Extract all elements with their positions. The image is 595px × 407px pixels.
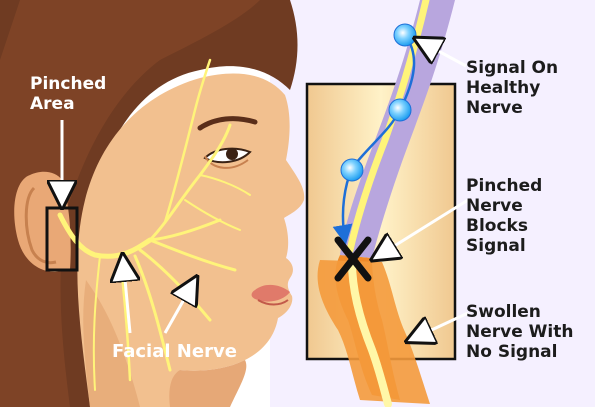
signal-dot-2 [389,99,411,121]
signal-on-healthy-nerve-label: Signal On Healthy Nerve [466,58,558,118]
pinched-area-label-line-2: Area [30,94,106,114]
blocked-label-line-3: Blocks [466,216,542,236]
swollen-label-line-2: Nerve With [466,322,573,342]
facial-nerve-label-text: Facial Nerve [112,342,237,362]
swollen-nerve-label: Swollen Nerve With No Signal [466,302,573,362]
pinched-area-label-line-1: Pinched [30,74,106,94]
swollen-label-line-1: Swollen [466,302,573,322]
healthy-label-line-3: Nerve [466,98,558,118]
swollen-label-line-3: No Signal [466,342,573,362]
healthy-label-line-1: Signal On [466,58,558,78]
signal-dot-3 [341,159,363,181]
blocked-label-line-1: Pinched [466,176,542,196]
blocked-label-line-2: Nerve [466,196,542,216]
facial-nerve-label: Facial Nerve [112,342,237,362]
pinched-area-label: Pinched Area [30,74,106,114]
pinched-nerve-blocks-signal-label: Pinched Nerve Blocks Signal [466,176,542,256]
healthy-label-line-2: Healthy [466,78,558,98]
blocked-label-line-4: Signal [466,236,542,256]
signal-dot-1 [394,24,416,46]
